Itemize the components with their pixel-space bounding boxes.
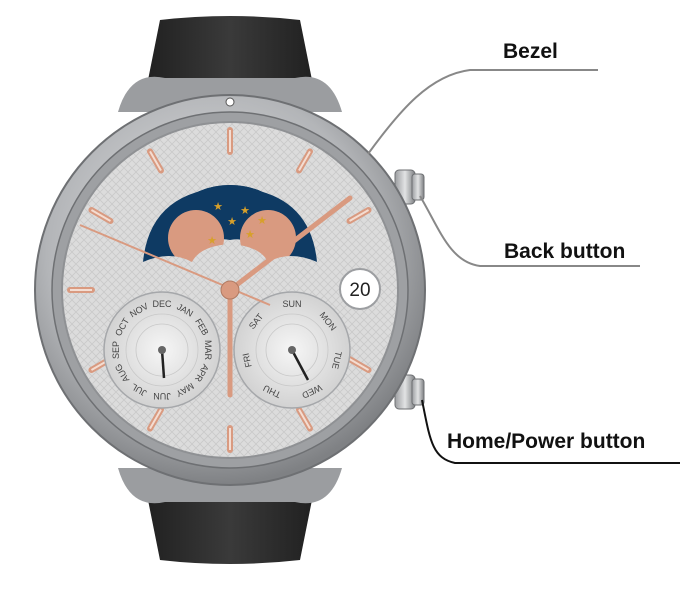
main-hands — [79, 195, 353, 398]
star-icon: ★ — [245, 228, 255, 241]
bezel-dot — [225, 97, 235, 107]
month-label: JUN — [153, 391, 171, 401]
star-icon: ★ — [207, 234, 217, 247]
bezel-leader — [367, 69, 598, 155]
date-window: 20 — [339, 268, 381, 310]
weekday-label: SUN — [282, 299, 301, 309]
star-icon: ★ — [240, 204, 250, 217]
star-icon: ★ — [257, 214, 267, 227]
hour-markers — [67, 127, 372, 453]
month-label: SEP — [111, 341, 121, 359]
bezel-label: Bezel — [503, 40, 558, 63]
month-hand — [160, 349, 166, 379]
home-power-leader — [421, 399, 680, 464]
star-icon: ★ — [227, 215, 237, 228]
star-icon: ★ — [213, 200, 223, 213]
weekday-hand — [290, 349, 310, 381]
hour-hand — [227, 195, 353, 293]
moon-phase: ★★★★★★ — [143, 185, 317, 270]
date-number: 20 — [349, 280, 370, 301]
month-label: DEC — [152, 299, 172, 309]
back-button-leader — [419, 195, 640, 267]
back-button-label: Back button — [504, 240, 626, 263]
weekday-label: TUE — [330, 350, 344, 370]
month-label: MAR — [203, 340, 213, 361]
home-power-button-label: Home/Power button — [447, 430, 646, 453]
weekday-label: FRI — [241, 352, 254, 368]
